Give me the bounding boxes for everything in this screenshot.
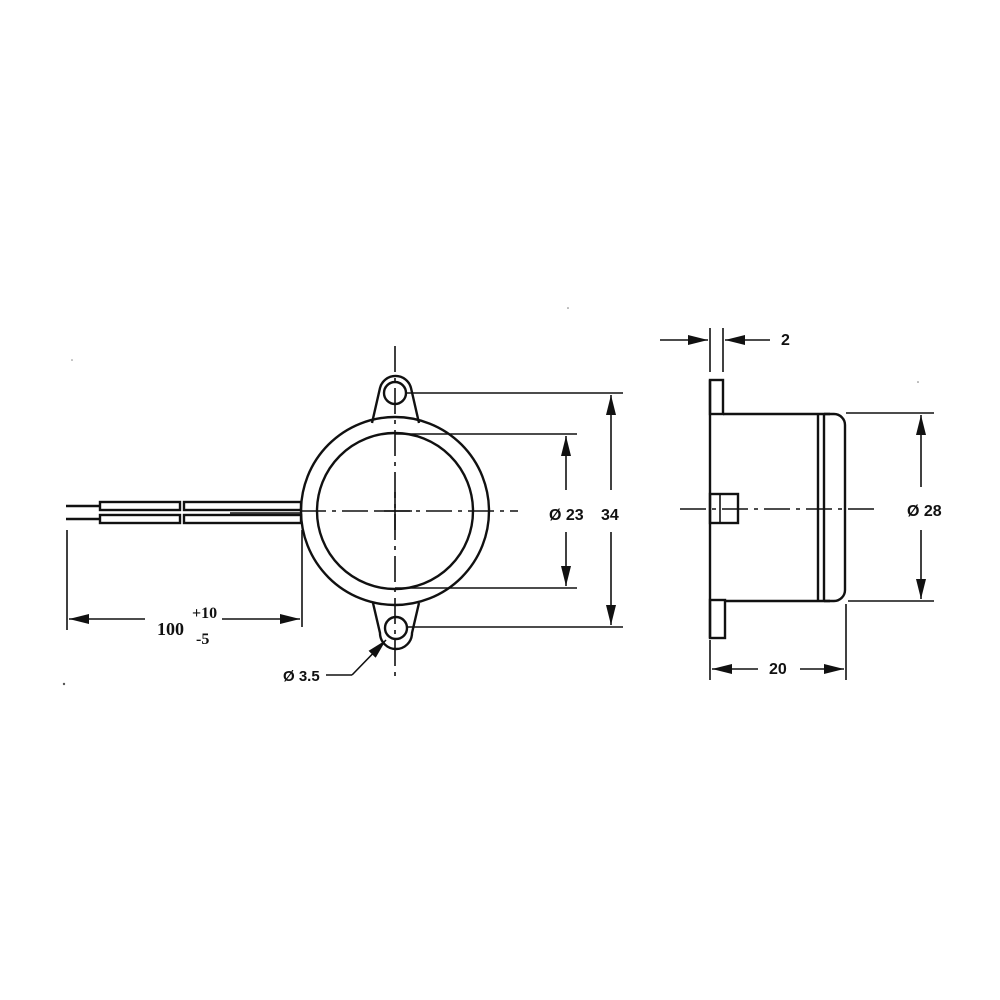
dim-flange-thickness: [660, 328, 770, 372]
wire-leads: [66, 500, 303, 525]
mounting-ear-bottom: [371, 602, 421, 651]
front-view: [66, 346, 623, 680]
flange-top: [708, 378, 725, 416]
flange-bottom: [708, 598, 727, 640]
dim-depth: [709, 604, 847, 680]
dim-hole-leader: [326, 639, 387, 676]
side-view: [660, 328, 934, 680]
label-mounting-span: 34: [601, 507, 619, 524]
label-body-diameter: Ø 28: [907, 503, 942, 520]
label-flange-thickness: 2: [781, 332, 790, 349]
dim-lead-length: [66, 530, 303, 630]
label-hole-diameter: Ø 3.5: [283, 668, 320, 685]
label-lead-length: 100: [157, 619, 184, 639]
label-depth: 20: [769, 661, 787, 678]
label-lead-tol-minus: -5: [196, 631, 210, 648]
dim-inner-diameter: [395, 433, 577, 589]
label-lead-tol-plus: +10: [192, 605, 218, 622]
dim-mounting-span: [406, 392, 623, 628]
label-inner-diameter: Ø 23: [549, 507, 584, 524]
dim-body-diameter: [846, 412, 934, 602]
